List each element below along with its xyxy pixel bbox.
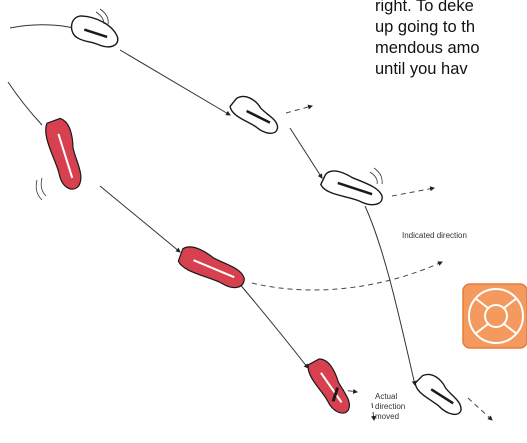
indicated-direction-arrow: [392, 188, 434, 196]
red-skate: [41, 117, 90, 193]
red-skate-path: [8, 82, 42, 125]
actual-direction-label-line: moved: [375, 412, 415, 422]
indicated-direction-label: Indicated direction: [402, 231, 467, 241]
indicated-direction-arrow: [372, 403, 374, 420]
white-skate: [410, 370, 469, 418]
red-skate: [176, 244, 249, 291]
actual-direction-label-line: Actual: [375, 392, 415, 402]
motion-lines: [370, 168, 382, 184]
actual-direction-label-line: direction: [375, 402, 415, 412]
indicated-direction-arrow: [252, 262, 442, 290]
motion-lines: [36, 178, 46, 200]
indicated-direction-arrow: [286, 106, 312, 113]
white-skate-path: [290, 128, 322, 178]
white-skate: [68, 12, 122, 50]
white-skate-path: [120, 50, 230, 115]
indicated-direction-arrow: [468, 398, 492, 420]
actual-direction-label: Actual direction moved: [375, 392, 415, 422]
white-skate: [226, 92, 284, 136]
target-icon: [463, 284, 527, 348]
red-skate-path: [238, 282, 308, 368]
white-skate: [319, 168, 386, 207]
red-skate: [302, 354, 359, 417]
red-skate-path: [100, 186, 180, 252]
